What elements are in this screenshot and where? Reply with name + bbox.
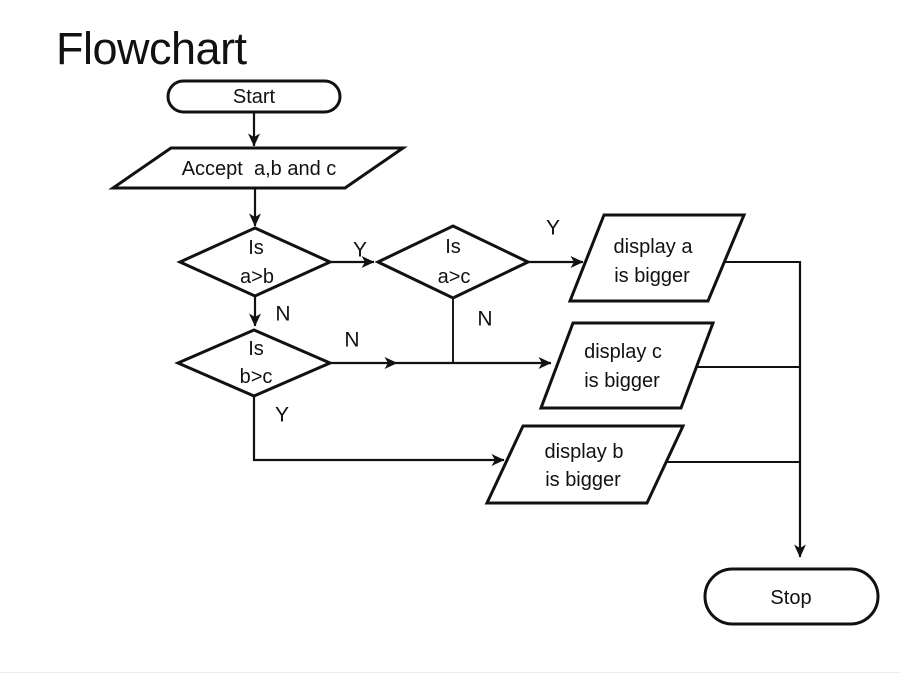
decision-a-gt-c-label-line2: a>c: [438, 266, 471, 288]
decision-b-gt-c-label-line1: Is: [248, 338, 264, 360]
node-display-b: display b is bigger: [484, 424, 686, 505]
display-c-label-line2: is bigger: [584, 370, 660, 392]
node-display-a: display a is bigger: [567, 213, 747, 303]
decision-a-gt-c-label-line1: Is: [445, 236, 461, 258]
decision-b-gt-c-label-line2: b>c: [240, 366, 273, 388]
start-terminator-shape: [166, 79, 342, 114]
accept-parallelogram-shape: [108, 146, 408, 190]
slide-bottom-edge: [0, 672, 900, 673]
display-b-label-line2: is bigger: [545, 469, 621, 491]
edge-label-a-gt-b-yes: Y: [353, 239, 367, 262]
decision-b-gt-c-diamond-shape: [174, 328, 334, 398]
edge-label-b-gt-c-no: N: [344, 329, 359, 352]
stop-label: Stop: [770, 587, 811, 609]
edge-label-a-gt-c-no: N: [477, 308, 492, 331]
decision-a-gt-b-diamond-shape: [176, 226, 334, 298]
stop-terminator-shape: [703, 567, 880, 626]
decision-a-gt-b-label-line1: Is: [248, 237, 264, 259]
edge-label-b-gt-c-yes: Y: [275, 404, 289, 427]
display-a-parallelogram-shape: [567, 213, 747, 303]
start-label: Start: [233, 86, 276, 108]
node-decision-b-gt-c: Is b>c: [174, 328, 334, 398]
page-title: Flowchart: [56, 23, 247, 74]
display-b-parallelogram-shape: [484, 424, 686, 505]
node-stop: Stop: [703, 567, 880, 626]
display-a-label-line2: is bigger: [614, 265, 690, 287]
node-decision-a-gt-b: Is a>b: [176, 226, 334, 298]
edge-label-a-gt-b-no: N: [275, 303, 290, 326]
edge-label-a-gt-c-yes: Y: [546, 217, 560, 240]
node-decision-a-gt-c: Is a>c: [374, 224, 532, 300]
accept-label: Accept a,b and c: [182, 158, 337, 180]
decision-a-gt-c-diamond-shape: [374, 224, 532, 300]
edge-is-b-gt-c-yes-to-display-b: [252, 396, 505, 466]
node-accept-input: Accept a,b and c: [108, 146, 408, 190]
display-a-label-line1: display a: [614, 236, 694, 258]
decision-a-gt-b-label-line2: a>b: [240, 266, 274, 288]
display-c-parallelogram-shape: [538, 321, 716, 410]
node-display-c: display c is bigger: [538, 321, 716, 410]
display-c-label-line1: display c: [584, 341, 662, 363]
node-start: Start: [166, 79, 342, 114]
display-b-label-line1: display b: [545, 441, 624, 463]
